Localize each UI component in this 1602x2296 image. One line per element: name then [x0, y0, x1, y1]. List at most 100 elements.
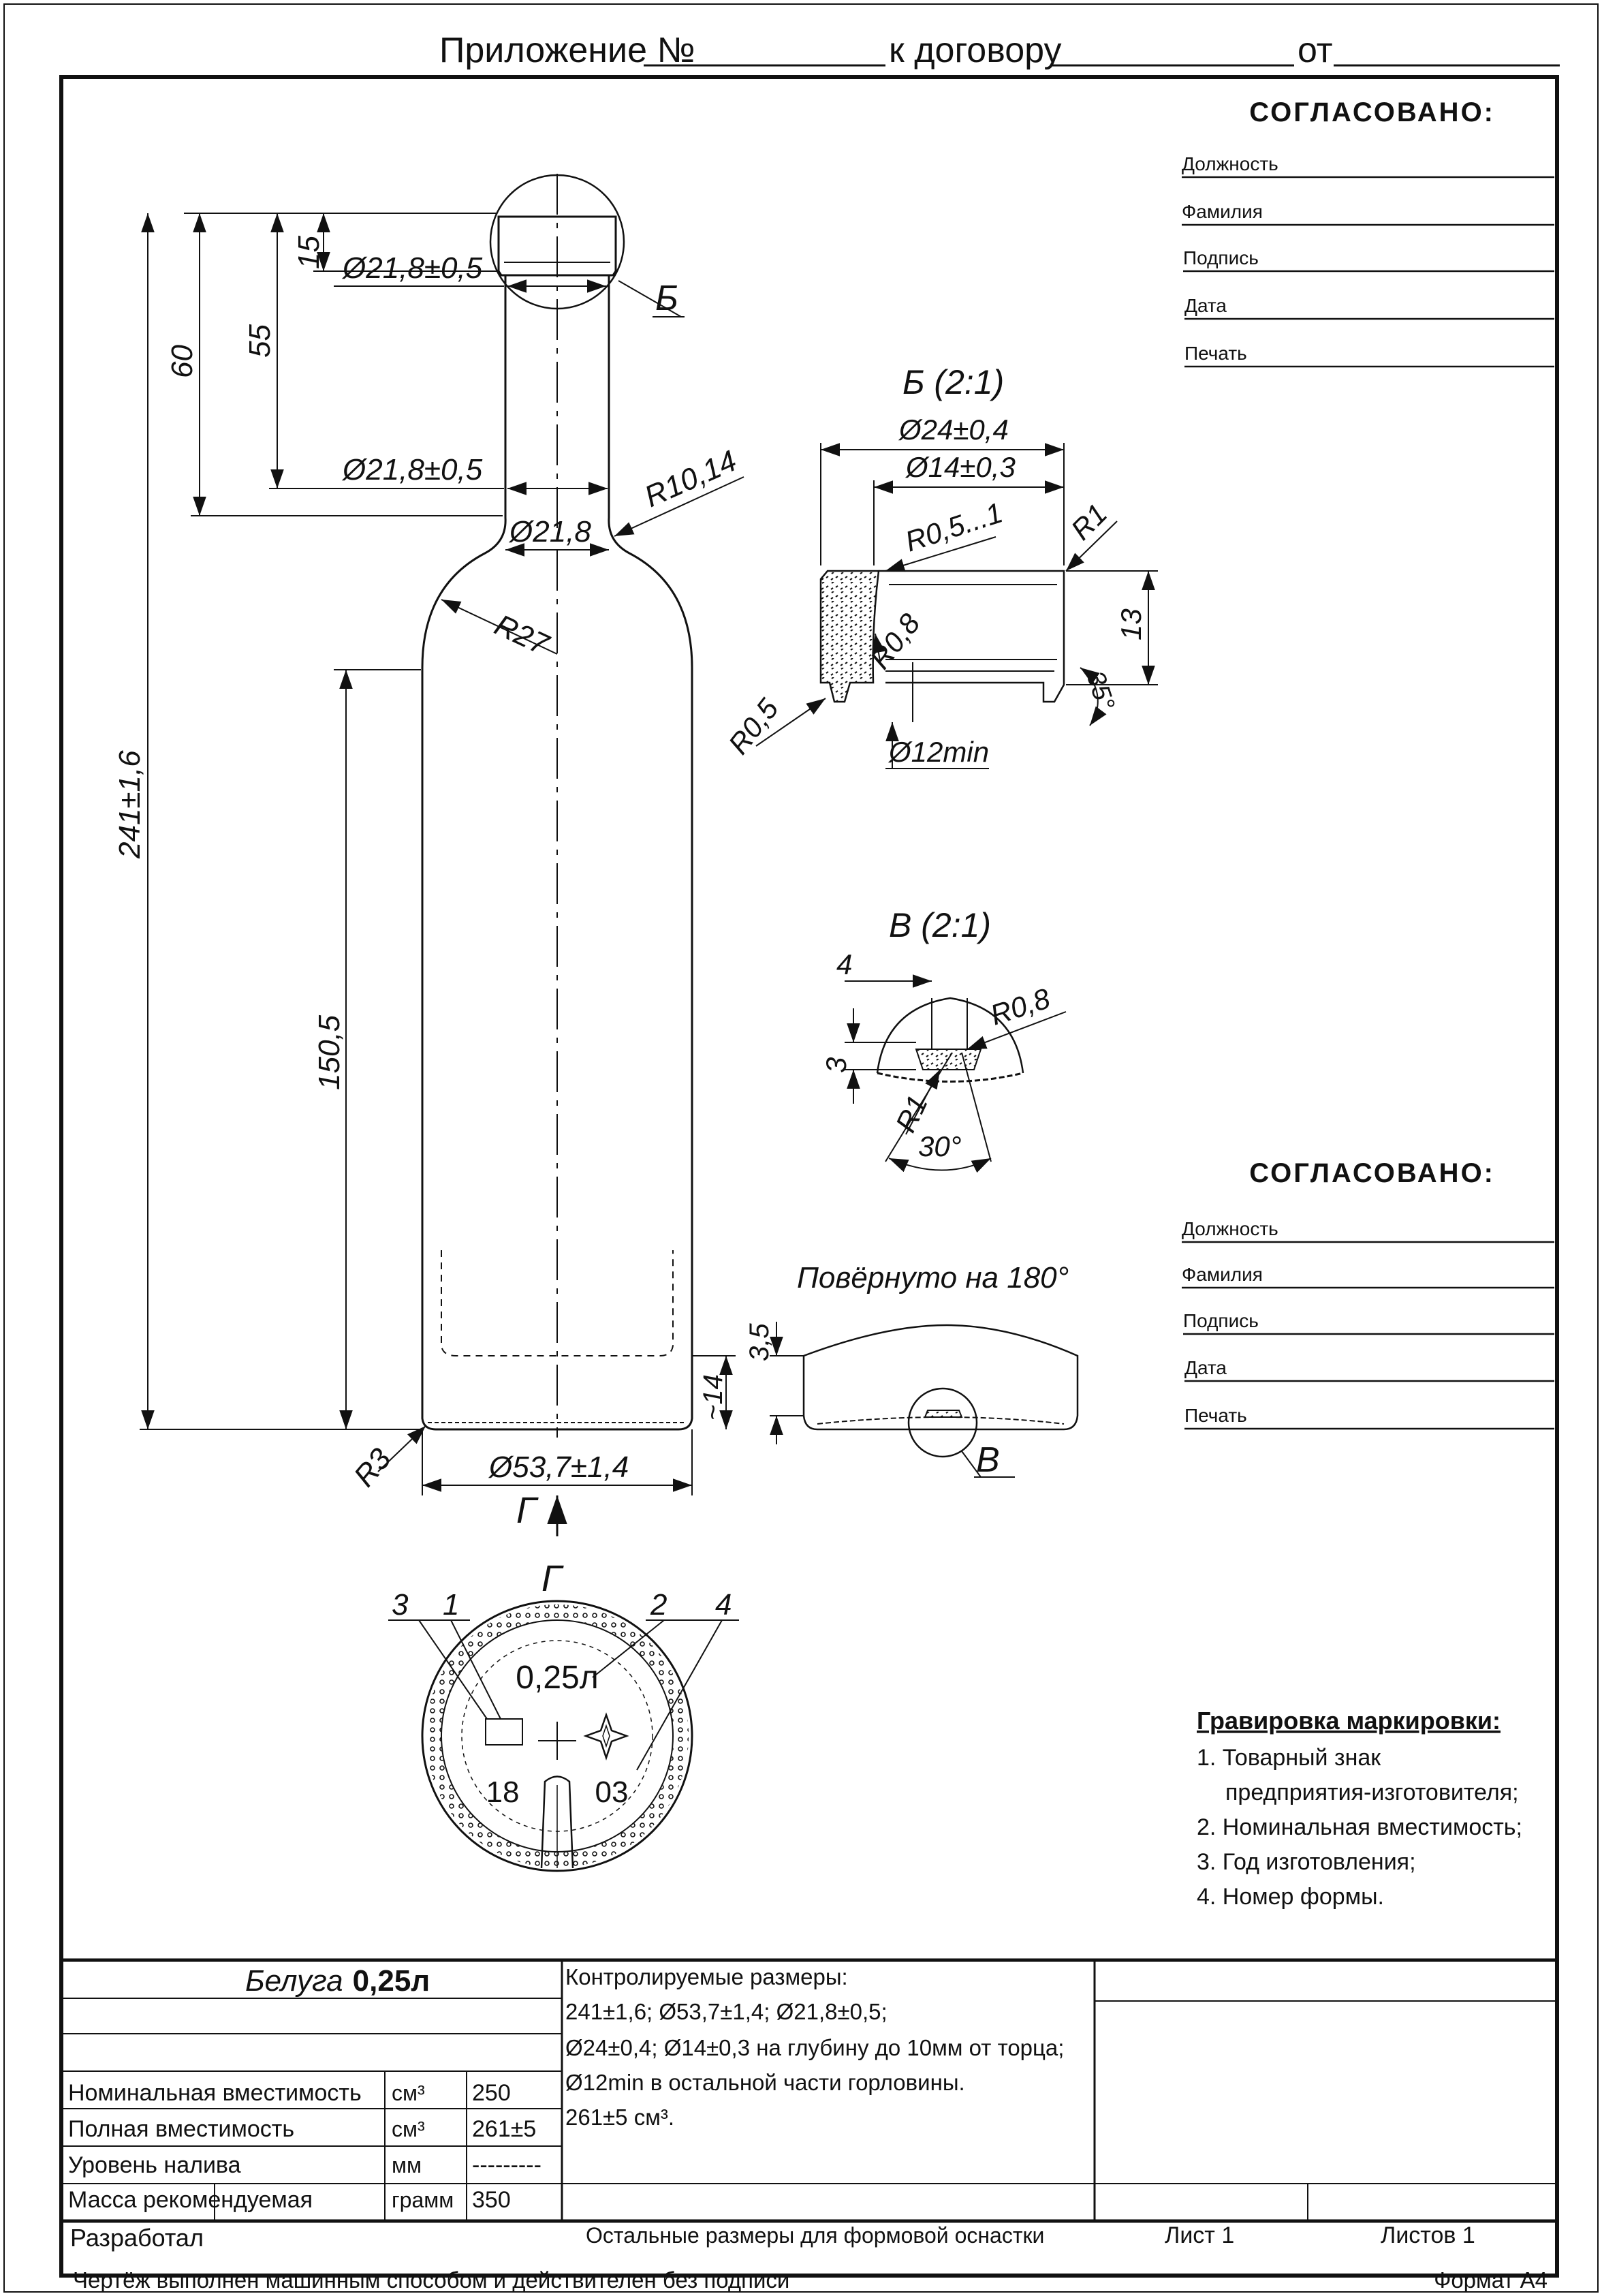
bottle-base-inner [441, 1250, 674, 1356]
callout-2-leader [592, 1619, 665, 1678]
dim-label-241: 241±1,6 [113, 750, 146, 859]
leader-r08 [872, 633, 885, 662]
view-g-marker: Г [516, 1490, 539, 1531]
dim-label-r27: R27 [490, 608, 554, 662]
tb-row-unit: см³ [392, 2117, 425, 2141]
tb-row-label: Полная вместимость [68, 2116, 294, 2142]
view-g: Г 0,25л 18 03 3 1 2 4 [388, 1558, 739, 1872]
engraving-item: 1. Товарный знак [1197, 1745, 1381, 1771]
engraving-notes: Гравировка маркировки: 1. Товарный знак … [1197, 1707, 1522, 1910]
view-v-a30: 30° [918, 1130, 962, 1162]
bottle-outline [421, 275, 693, 1431]
view-v-bottom [877, 1072, 1024, 1083]
rotated-shape [802, 1324, 1079, 1431]
bottle-dimension-labels: 241±1,6 60 55 15 150,5 Ø21,8±0,5 Ø21,8±0… [113, 236, 742, 1531]
sheet-trim-border [3, 3, 1599, 2293]
title-block [59, 1958, 1559, 2223]
bottle-dimensions [140, 213, 744, 1536]
view-b-section [819, 570, 880, 703]
view-b: Б (2:1) Ø24 [722, 363, 1158, 769]
controlled-title: Контролируемые размеры: [565, 1964, 848, 1989]
view-v-shape [876, 997, 1024, 1074]
controlled-line: Ø12min в остальной части горловины. [565, 2070, 965, 2095]
rotated-mark [924, 1410, 963, 1418]
callout-4: 4 [715, 1588, 732, 1622]
callout-2: 2 [650, 1588, 667, 1622]
dim-label-r3: R3 [347, 1442, 398, 1493]
bottle-view [421, 174, 978, 1458]
view-v-angle-leg [961, 1052, 992, 1162]
tb-row-label: Уровень налива [68, 2152, 241, 2178]
approval-field-signature: Подпись [1183, 247, 1259, 268]
leader-r05-1 [885, 536, 996, 572]
callout-1: 1 [443, 1588, 459, 1622]
dim-label-b: Б [655, 279, 678, 318]
callout-4-leader [636, 1619, 723, 1771]
base-tab [540, 1775, 574, 1869]
leader-r05 [755, 698, 826, 747]
view-b-d14: Ø14±0,3 [905, 451, 1016, 483]
engraving-title: Гравировка маркировки: [1197, 1707, 1501, 1735]
other-sizes-note: Остальные размеры для формовой оснастки [586, 2223, 1044, 2248]
view-b-d12: Ø12min [888, 736, 989, 768]
base-year: 18 [486, 1775, 520, 1809]
view-v-h3: 3 [820, 1057, 852, 1073]
dim-label-neck-dia-lower: Ø21,8±0,5 [341, 453, 483, 486]
base-outer-ring [421, 1600, 693, 1872]
detail-v-circle [907, 1387, 978, 1458]
dim-v-30 [888, 1158, 992, 1173]
dim-b-angle [1080, 667, 1107, 726]
view-b-a35: 35° [1080, 668, 1120, 714]
leader-r27 [441, 599, 558, 655]
rotated-view: Повёрнуто на 180° 3,5 В [744, 1261, 1079, 1480]
footer-note: Чертёж выполнен машинным способом и дейс… [73, 2267, 789, 2293]
approval-block-1: СОГЛАСОВАНО: Должность Фамилия Подпись Д… [1182, 97, 1554, 368]
approval-field-stamp: Печать [1184, 343, 1247, 364]
view-b-r05: R0,5 [722, 692, 785, 760]
tb-row-label: Номинальная вместимость [68, 2080, 362, 2106]
drawing-frame [59, 75, 1559, 2278]
dim-label-r10: R10,14 [640, 444, 742, 514]
star-icon-inner [602, 1724, 610, 1748]
leader-v-r1 [905, 1069, 941, 1135]
detail-b-circle [489, 174, 625, 310]
view-b-title: Б (2:1) [902, 363, 1004, 401]
callout-3-leader [418, 1619, 488, 1720]
tb-row-value: 250 [472, 2080, 511, 2106]
dim-label-finish-dia: Ø21,8±0,5 [341, 251, 483, 285]
label-v: В [976, 1440, 1000, 1480]
view-v-r08: R0,8 [986, 982, 1054, 1031]
view-g-title: Г [541, 1558, 564, 1599]
dim-label-neck-dia: Ø21,8 [508, 515, 591, 548]
trademark-box [485, 1718, 523, 1746]
tb-row-unit: грамм [392, 2188, 454, 2212]
dim-label-35: 3,5 [744, 1323, 774, 1361]
rotated-title: Повёрнуто на 180° [797, 1261, 1069, 1294]
engraving-item: 2. Номинальная вместимость; [1197, 1814, 1522, 1840]
approval-field-signature: Подпись [1183, 1310, 1259, 1331]
leader-v-r08 [967, 1011, 1067, 1050]
view-v: В (2:1) 4 3 R0,8 R1 30° [820, 906, 1067, 1173]
engraving-item: 4. Номер формы. [1197, 1884, 1384, 1910]
tb-row-unit: мм [392, 2153, 422, 2177]
tb-row-unit: см³ [392, 2081, 425, 2105]
base-mold: 03 [595, 1775, 629, 1809]
dim-label-60: 60 [166, 345, 199, 378]
developed-label: Разработал [70, 2224, 204, 2252]
tb-row-value: --------- [472, 2152, 541, 2178]
tb-row-label: Масса рекомендуемая [68, 2187, 313, 2213]
view-v-w4: 4 [836, 948, 852, 980]
approval-field-position: Должность [1182, 153, 1278, 174]
leader-r10 [614, 476, 744, 537]
dim-label-body-dia: Ø53,7±1,4 [488, 1450, 629, 1484]
approval-field-surname: Фамилия [1182, 201, 1263, 222]
view-b-r05-1: R0,5...1 [901, 496, 1006, 557]
dim-label-150: 150,5 [313, 1014, 346, 1090]
view-b-outline [879, 570, 1065, 703]
base-capacity: 0,25л [516, 1660, 598, 1696]
dim-label-14: ~14 [698, 1374, 728, 1421]
star-icon [583, 1712, 629, 1760]
tb-row-value: 350 [472, 2187, 511, 2213]
